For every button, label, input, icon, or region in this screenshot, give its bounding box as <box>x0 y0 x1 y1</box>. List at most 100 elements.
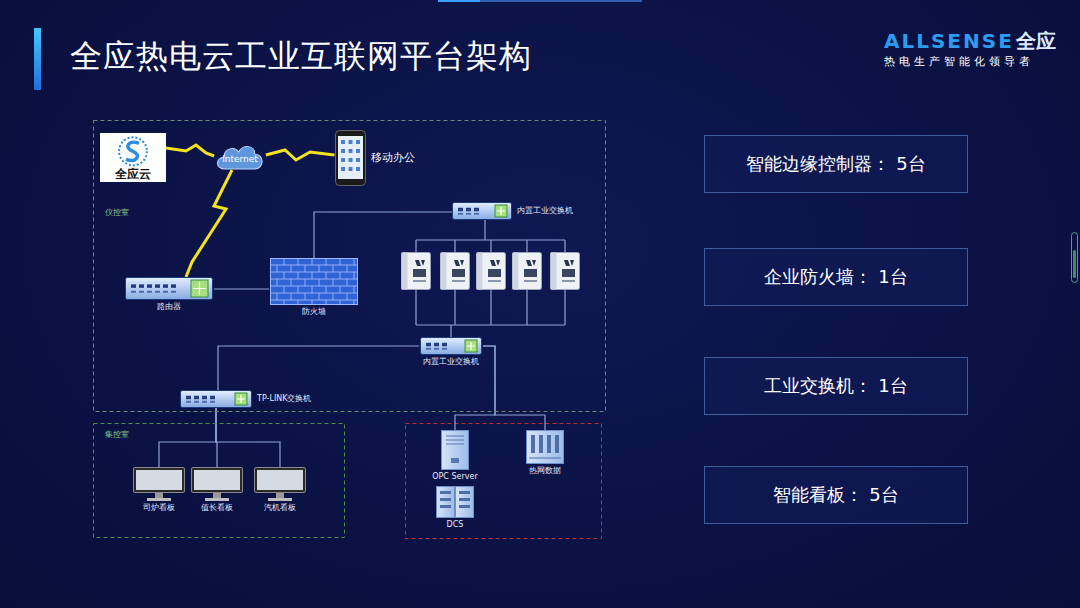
node-label: OPC Server <box>432 472 477 482</box>
monitor-frame <box>192 468 243 493</box>
port <box>434 343 439 347</box>
node-label: 仪控室 <box>105 208 129 218</box>
cabinet-line <box>529 458 561 459</box>
node-label: 企业防火墙： 1台 <box>764 266 907 288</box>
wireless-link <box>166 145 214 156</box>
brick-line <box>284 300 285 305</box>
brick-line <box>319 279 320 286</box>
network-cable <box>159 408 216 467</box>
stat-panel: 企业防火墙： 1台 <box>704 248 968 306</box>
node-graphic <box>420 337 482 355</box>
status-panel <box>465 340 477 352</box>
port-led <box>163 291 168 293</box>
brick-line <box>270 279 358 280</box>
edge-controller <box>513 253 542 290</box>
logo-mark <box>126 142 139 160</box>
dashboard-monitor: 汽机看板 <box>253 467 307 513</box>
router-device: 路由器 <box>124 277 214 312</box>
node-label: 值长看板 <box>201 503 233 513</box>
monitor-screen <box>194 470 240 490</box>
brick-line <box>284 286 285 293</box>
port-led <box>131 291 136 293</box>
brick-line <box>305 265 306 272</box>
wire <box>416 240 565 252</box>
network-cable <box>216 408 280 467</box>
cabinet-slot <box>459 491 470 494</box>
node-graphic <box>254 467 306 501</box>
monitor-neck <box>213 493 221 498</box>
internet-cloud: Internet <box>214 142 266 170</box>
brick-line <box>277 279 278 286</box>
brick-line <box>333 279 334 286</box>
port <box>171 284 176 288</box>
wire <box>416 324 565 325</box>
status-arrows <box>237 395 245 403</box>
logo-wordmark: ALLSENSE <box>884 29 1014 53</box>
brick-line <box>277 265 278 272</box>
node-graphic <box>526 430 564 464</box>
brick-line <box>347 265 348 272</box>
node-label: 移动办公 <box>371 151 415 164</box>
port-led <box>155 291 160 293</box>
edge-controller <box>477 253 506 290</box>
region-border <box>94 121 606 412</box>
brick-line <box>298 300 299 305</box>
network-cable <box>218 346 419 390</box>
node-graphic <box>133 467 185 501</box>
cloud-brand-box: 全应云 <box>100 133 166 182</box>
node-label: 智能边缘控制器： 5台 <box>746 153 925 175</box>
app-icon <box>356 140 360 144</box>
node-graphic <box>436 486 474 518</box>
brick-line <box>312 300 313 305</box>
phone-screen <box>338 136 363 179</box>
node-graphic <box>180 390 252 408</box>
wireless-link <box>186 170 232 277</box>
port <box>155 284 160 288</box>
server-slot <box>446 436 464 437</box>
brick-line <box>284 258 285 265</box>
server-device: OPC Server <box>431 430 478 482</box>
server-region <box>406 424 602 539</box>
cabinet-slot <box>555 435 559 453</box>
wire <box>416 290 565 325</box>
app-icon <box>348 140 352 144</box>
title-bar <box>34 28 41 90</box>
brick-line <box>270 272 358 273</box>
node-graphic <box>125 277 213 300</box>
brick-line <box>312 286 313 293</box>
status-arrows <box>193 282 206 295</box>
brick-line <box>270 286 358 287</box>
app-icon <box>348 167 352 171</box>
switch-device: 内置工业交换机 <box>452 202 573 220</box>
room-region: 仪控室全应云Internet移动办公路由器防火墙内置工业交换机内置工业交换机TP… <box>93 120 606 412</box>
brick-line <box>298 272 299 279</box>
server-slot <box>446 444 464 445</box>
brick-line <box>347 293 348 300</box>
label-anchor: 热电生产智能化领导者 <box>884 55 1034 68</box>
controller-wires <box>416 220 565 337</box>
brick-line <box>305 279 306 286</box>
cabinet-slot <box>440 505 451 508</box>
label-anchor: ALLSENSE <box>884 29 1014 53</box>
device-body <box>181 391 252 408</box>
port-led <box>466 213 471 215</box>
node-label: 工业交换机： 1台 <box>764 375 907 397</box>
port-led <box>194 401 199 403</box>
switch-device: 内置工业交换机 <box>419 337 483 367</box>
cabinet-slot <box>440 491 451 494</box>
brick-line <box>326 272 327 279</box>
wire <box>450 325 451 337</box>
node-graphic <box>441 430 469 470</box>
brick-line <box>333 293 334 300</box>
top-bar <box>438 0 642 2</box>
edge-controller <box>441 253 470 290</box>
brick-line <box>319 265 320 272</box>
device-body <box>126 278 213 300</box>
firewall-device: 防火墙 <box>269 258 359 317</box>
brick-line <box>291 293 292 300</box>
region-border <box>94 424 345 538</box>
port <box>194 396 199 400</box>
port <box>458 208 463 212</box>
cloud-shape <box>218 147 263 169</box>
node-label: 内置工业交换机 <box>517 206 573 216</box>
